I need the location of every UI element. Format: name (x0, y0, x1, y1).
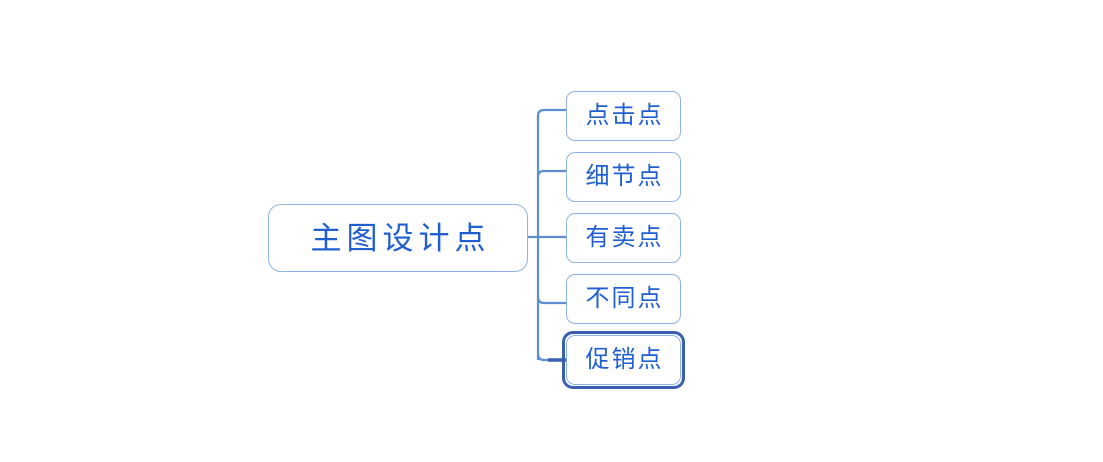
child-node-1-label: 点击点 (585, 103, 664, 129)
child-node-5-label: 促销点 (585, 347, 664, 373)
child-node-3[interactable]: 有卖点 (566, 213, 681, 263)
child-node-4-label: 不同点 (585, 286, 664, 312)
root-node[interactable]: 主图设计点 (268, 204, 528, 272)
child-node-3-label: 有卖点 (585, 225, 664, 251)
child-node-4[interactable]: 不同点 (566, 274, 681, 324)
selection-highlight-ring (562, 331, 685, 389)
child-node-2-label: 细节点 (585, 164, 664, 190)
connector-branch-1 (536, 108, 566, 122)
child-node-2[interactable]: 细节点 (566, 152, 681, 202)
connector-branch-4 (536, 296, 566, 305)
child-node-1[interactable]: 点击点 (566, 91, 681, 141)
root-node-label: 主图设计点 (310, 220, 491, 256)
connector-branch-2 (536, 169, 566, 178)
child-node-5-selected[interactable]: 促销点 (566, 335, 681, 385)
